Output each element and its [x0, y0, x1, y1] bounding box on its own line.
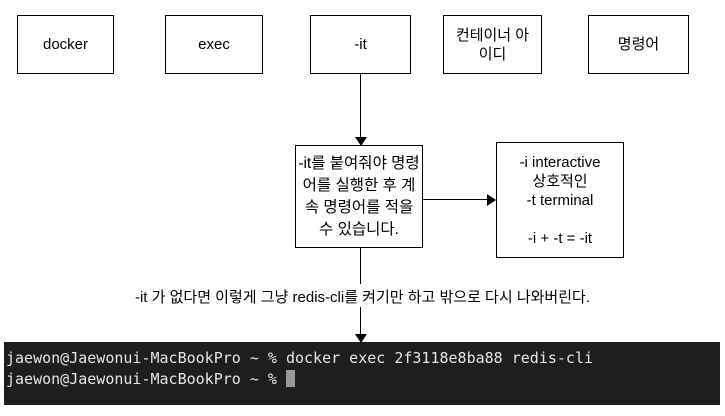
arrow-to-right	[423, 199, 489, 201]
box-command: 명령어	[588, 15, 689, 74]
arrow-it-down	[360, 74, 362, 138]
box-explanation: -it를 붙여줘야 명령어를 실행한 후 계속 명령어를 적을 수 있습니다.	[295, 145, 423, 248]
text-korean: 상호적인	[532, 172, 588, 190]
line-down-2	[360, 307, 362, 335]
text-formula: -i + -t = -it	[527, 229, 593, 247]
box-exec: exec	[165, 15, 263, 74]
text-interactive: -i interactive	[519, 153, 601, 171]
caption: -it 가 없다면 이렇게 그냥 redis-cli를 켜기만 하고 밖으로 다…	[134, 289, 590, 306]
terminal-line-1: jaewon@Jaewonui-MacBookPro ~ % docker ex…	[6, 349, 593, 367]
arrowhead-icon	[487, 194, 496, 206]
terminal[interactable]: jaewon@Jaewonui-MacBookPro ~ % docker ex…	[4, 342, 720, 405]
arrowhead-icon	[355, 137, 367, 146]
terminal-line-2: jaewon@Jaewonui-MacBookPro ~ %	[6, 370, 286, 388]
box-it-meaning: -i interactive 상호적인 -t terminal -i + -t …	[496, 142, 624, 258]
box-it: -it	[310, 15, 411, 74]
line-down-1	[360, 248, 362, 284]
cursor	[285, 370, 295, 387]
arrowhead-icon	[355, 334, 367, 343]
box-docker: docker	[17, 15, 114, 74]
box-container-id: 컨테이너 아이디	[443, 15, 542, 74]
text-terminal: -t terminal	[526, 191, 594, 209]
